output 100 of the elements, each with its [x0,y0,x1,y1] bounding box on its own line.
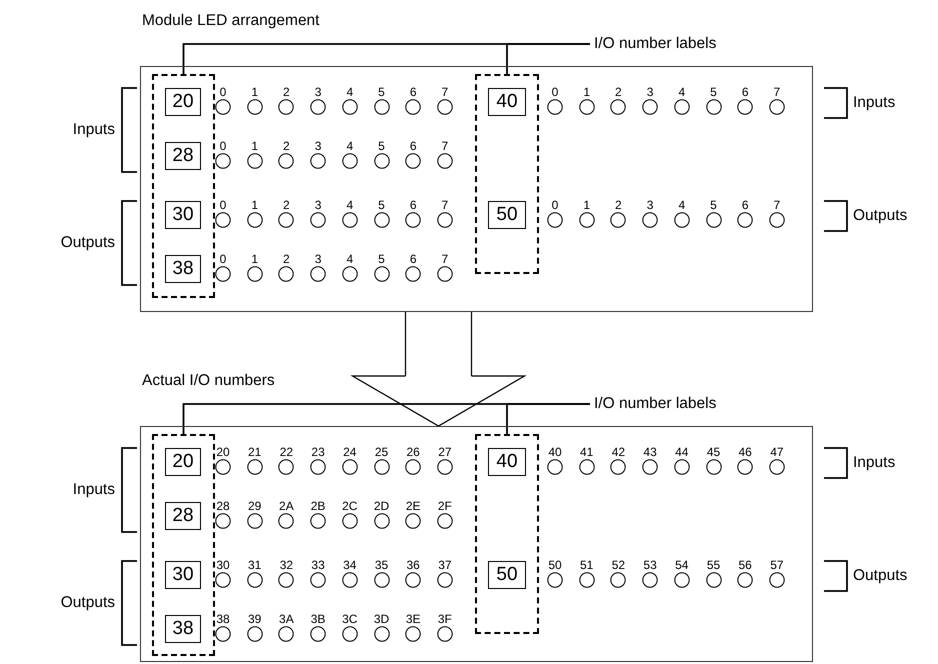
led-number: 45 [706,446,722,458]
number-label-box: 30 [165,561,201,589]
led-number: 3B [310,613,326,625]
led-number: 2F [436,500,453,512]
number-label-box: 28 [165,142,201,170]
led-number: 6 [408,140,418,152]
led-number: 34 [342,559,358,571]
led-number: 20 [215,446,231,458]
led-number: 5 [377,140,386,152]
bracket-label: Outputs [853,567,908,585]
dashed-group-frame [475,434,539,634]
led-number: 22 [278,446,294,458]
bracket-label: Inputs [72,121,115,139]
led-number: 36 [406,559,421,571]
led-number: 2C [341,500,358,512]
number-label-box: 50 [488,561,526,589]
number-label-box: 20 [165,88,201,116]
led-number: 2 [614,86,623,98]
led-number: 3A [278,613,295,625]
led-number: 3E [404,613,422,625]
led-number: 26 [406,446,421,458]
led-number: 23 [310,446,326,458]
led-number: 2A [278,500,295,512]
led-number: 24 [342,446,358,458]
led-number: 35 [374,559,390,571]
led-number: 44 [674,446,690,458]
leader-line [506,403,590,434]
led-number: 7 [440,86,450,98]
block-arrow [352,311,526,427]
led-number: 29 [247,500,262,512]
led-number: 5 [377,253,386,265]
led-number: 7 [440,199,450,211]
led-number: 33 [310,559,326,571]
led-number: 55 [706,559,722,571]
led-number: 2 [282,199,291,211]
callout-text: I/O number labels [590,35,716,53]
led-number: 2 [282,253,291,265]
bracket-label: Inputs [72,481,115,499]
led-number: 39 [247,613,262,625]
led-number: 5 [709,199,718,211]
led-number: 3 [314,140,322,152]
led-number: 4 [345,86,354,98]
led-number: 6 [408,199,418,211]
led-number: 0 [550,86,560,98]
callout-text: I/O number labels [590,395,716,413]
bracket-label: Inputs [853,94,896,112]
led-number: 6 [408,86,418,98]
led-number: 0 [218,86,228,98]
dashed-group-frame [475,74,539,274]
led-number: 52 [610,559,626,571]
led-number: 2 [282,86,291,98]
led-number: 54 [674,559,690,571]
led-number: 46 [738,446,753,458]
number-label-box: 50 [488,201,526,229]
led-number: 2D [372,500,390,512]
led-number: 3 [646,86,654,98]
led-number: 47 [769,446,785,458]
led-number: 5 [709,86,718,98]
led-number: 51 [579,559,594,571]
led-number: 57 [769,559,785,571]
led-number: 4 [345,253,354,265]
led-number: 4 [677,86,686,98]
led-number: 1 [582,86,592,98]
led-number: 2 [282,140,291,152]
led-number: 7 [440,253,450,265]
number-label-box: 28 [165,502,201,530]
led-number: 5 [377,86,386,98]
led-number: 2 [614,199,623,211]
led-number: 3 [314,253,322,265]
led-number: 4 [345,199,354,211]
led-number: 30 [215,559,231,571]
led-number: 6 [740,199,750,211]
led-number: 41 [579,446,594,458]
led-number: 50 [547,559,563,571]
number-label-box: 40 [488,88,526,116]
number-label-box: 38 [165,255,201,283]
led-number: 37 [437,559,453,571]
led-number: 1 [250,199,260,211]
led-number: 3D [372,613,390,625]
led-number: 43 [642,446,658,458]
led-number: 1 [582,199,592,211]
led-number: 1 [250,140,260,152]
led-number: 21 [247,446,262,458]
bracket-label: Inputs [853,454,896,472]
led-number: 38 [215,613,231,625]
led-number: 4 [677,199,686,211]
led-number: 27 [437,446,453,458]
led-number: 1 [250,253,260,265]
led-number: 5 [377,199,386,211]
led-number: 0 [550,199,560,211]
panel-title: Actual I/O numbers [141,372,276,390]
bracket-label: Outputs [60,594,115,612]
number-label-box: 30 [165,201,201,229]
led-number: 0 [218,253,228,265]
led-number: 53 [642,559,658,571]
led-number: 6 [408,253,418,265]
led-number: 6 [740,86,750,98]
bracket-label: Outputs [853,207,908,225]
led-number: 31 [247,559,262,571]
led-number: 32 [278,559,294,571]
